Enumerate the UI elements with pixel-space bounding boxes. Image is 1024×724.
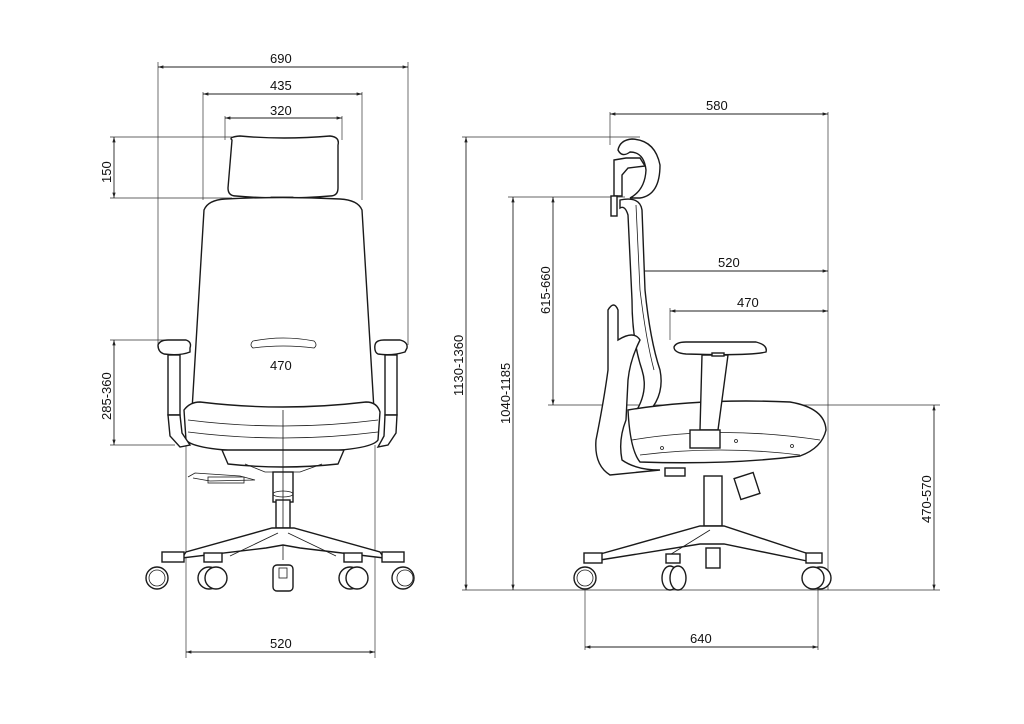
dim-seat-width: 470 — [270, 358, 292, 373]
front-view — [110, 62, 415, 658]
dim-seat-height: 470-570 — [919, 475, 934, 523]
dim-overall-depth: 580 — [706, 98, 728, 113]
dim-armrest-height: 285-360 — [99, 372, 114, 420]
dim-base-depth: 640 — [690, 631, 712, 646]
dim-overall-height: 1130-1360 — [451, 334, 466, 396]
dim-backrest-top-height: 1040-1185 — [498, 362, 513, 424]
dim-seat-depth: 470 — [737, 295, 759, 310]
dim-lumbar-depth: 520 — [718, 255, 740, 270]
dim-backrest-width: 435 — [270, 78, 292, 93]
side-view — [462, 112, 940, 650]
dim-headrest-width: 320 — [270, 103, 292, 118]
right-armrest — [374, 339, 408, 448]
dim-overall-width: 690 — [270, 51, 292, 66]
left-armrest — [157, 339, 192, 448]
dim-headrest-height: 150 — [99, 161, 114, 183]
casters-front — [145, 564, 415, 592]
dim-backrest-height: 615-660 — [538, 266, 553, 314]
casters-side — [573, 565, 832, 591]
dim-base-width: 520 — [270, 636, 292, 651]
